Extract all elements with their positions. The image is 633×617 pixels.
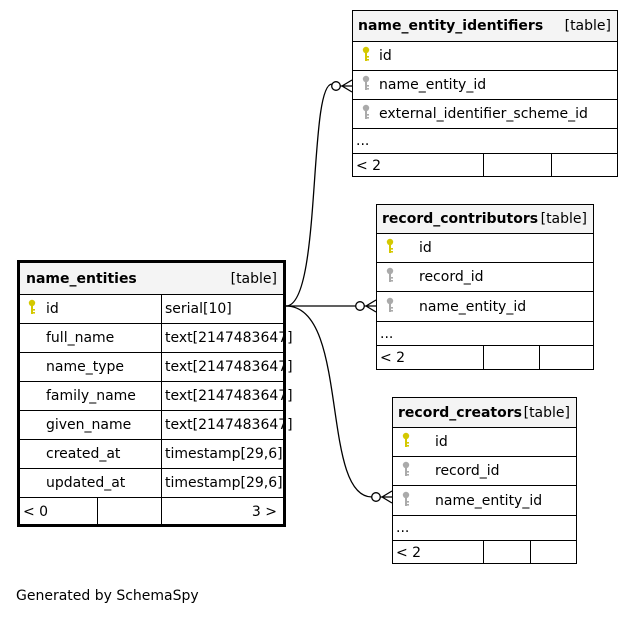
table-header[interactable]: record_creators [table] xyxy=(393,398,576,427)
foreign-key-icon xyxy=(386,267,394,287)
column-name: id xyxy=(435,434,448,450)
table-header[interactable]: name_entities [table] xyxy=(20,263,283,294)
column-row[interactable]: name_entity_id xyxy=(393,485,576,515)
table-footer: < 2 xyxy=(353,153,617,177)
edge-zero-marker xyxy=(331,81,341,91)
column-type: text[2147483647] xyxy=(165,330,293,346)
column-name: given_name xyxy=(46,417,132,433)
column-name: name_entity_id xyxy=(419,298,527,315)
column-name: full_name xyxy=(46,330,115,346)
more-columns-row[interactable]: ... xyxy=(393,515,576,540)
primary-key-icon xyxy=(362,46,370,66)
column-row[interactable]: name_entity_id xyxy=(353,70,617,99)
parents-count[interactable]: < 0 xyxy=(23,504,49,520)
table-name: record_creators xyxy=(398,404,522,421)
column-row[interactable]: external_identifier_scheme_id xyxy=(353,99,617,128)
foreign-key-icon xyxy=(402,491,410,511)
column-type: timestamp[29,6] xyxy=(165,475,283,491)
column-name: id xyxy=(419,240,432,256)
primary-key-icon xyxy=(386,238,394,258)
table-record-creators[interactable]: record_creators [table] id record_id name_e… xyxy=(392,397,577,564)
column-type: text[2147483647] xyxy=(165,359,293,375)
more-columns-row[interactable]: ... xyxy=(377,321,593,345)
table-kind: [table] xyxy=(230,270,277,287)
column-row[interactable]: id xyxy=(393,427,576,456)
parents-count[interactable]: < 2 xyxy=(380,350,406,366)
table-name-entities[interactable]: name_entities [table] id serial[10] full_na… xyxy=(17,260,293,527)
foreign-key-icon xyxy=(362,75,370,95)
table-footer: < 2 xyxy=(377,345,593,370)
table-header[interactable]: record_contributors [table] xyxy=(377,205,593,233)
column-type: timestamp[29,6] xyxy=(165,446,283,462)
table-kind: [table] xyxy=(564,18,611,34)
column-name: name_entity_id xyxy=(379,77,487,93)
column-name: name_entity_id xyxy=(435,492,543,509)
column-name: created_at xyxy=(46,446,121,462)
column-row[interactable]: record_id xyxy=(393,456,576,485)
table-footer: < 2 xyxy=(393,540,576,564)
crow-foot-icon xyxy=(380,490,393,504)
crow-foot-icon xyxy=(340,79,353,93)
foreign-key-icon xyxy=(402,461,410,481)
parents-count[interactable]: < 2 xyxy=(396,544,422,561)
column-type: text[2147483647] xyxy=(165,388,293,404)
parents-count[interactable]: < 2 xyxy=(356,157,382,174)
column-type: serial[10] xyxy=(165,301,232,317)
more-ellipsis: ... xyxy=(396,520,410,536)
column-row[interactable]: id xyxy=(353,41,617,70)
more-ellipsis: ... xyxy=(356,133,370,149)
primary-key-icon xyxy=(28,299,36,319)
column-row[interactable]: created_at timestamp[29,6] xyxy=(20,439,283,468)
column-name: id xyxy=(46,301,59,317)
column-row[interactable]: name_type text[2147483647] xyxy=(20,352,293,381)
edge-name-entity-identifiers xyxy=(285,83,333,307)
column-name: family_name xyxy=(46,388,136,404)
column-name: record_id xyxy=(435,463,500,479)
table-name: name_entity_identifiers xyxy=(358,18,544,34)
table-name: name_entities xyxy=(26,270,137,287)
column-name: id xyxy=(379,48,392,64)
foreign-key-icon xyxy=(362,104,370,124)
foreign-key-icon xyxy=(386,297,394,317)
column-name: name_type xyxy=(46,359,124,375)
children-count[interactable]: 3 > xyxy=(251,504,277,520)
edge-record-creators xyxy=(285,305,373,498)
column-row[interactable]: id xyxy=(377,233,593,262)
crow-foot-icon xyxy=(364,299,377,313)
column-row[interactable]: full_name text[2147483647] xyxy=(20,323,293,352)
column-type: text[2147483647] xyxy=(165,417,293,433)
column-row[interactable]: id serial[10] xyxy=(20,294,283,323)
primary-key-icon xyxy=(402,432,410,452)
table-kind: [table] xyxy=(540,211,587,227)
column-name: record_id xyxy=(419,269,484,285)
column-row[interactable]: updated_at timestamp[29,6] xyxy=(20,468,283,497)
edge-zero-marker xyxy=(355,301,365,311)
column-row[interactable]: given_name text[2147483647] xyxy=(20,410,293,439)
table-footer: < 0 3 > xyxy=(20,497,283,526)
table-name-entity-identifiers[interactable]: name_entity_identifiers [table] id name_en… xyxy=(352,10,618,177)
column-name: external_identifier_scheme_id xyxy=(379,106,588,122)
column-row[interactable]: name_entity_id xyxy=(377,291,593,321)
more-ellipsis: ... xyxy=(380,325,394,342)
table-kind: [table] xyxy=(523,404,570,421)
generated-by-label: Generated by SchemaSpy xyxy=(16,588,199,604)
edge-zero-marker xyxy=(371,492,381,502)
more-columns-row[interactable]: ... xyxy=(353,128,617,153)
table-header[interactable]: name_entity_identifiers [table] xyxy=(353,11,617,41)
column-row[interactable]: record_id xyxy=(377,262,593,291)
column-name: updated_at xyxy=(46,475,126,491)
column-row[interactable]: family_name text[2147483647] xyxy=(20,381,293,410)
table-name: record_contributors xyxy=(382,211,539,227)
